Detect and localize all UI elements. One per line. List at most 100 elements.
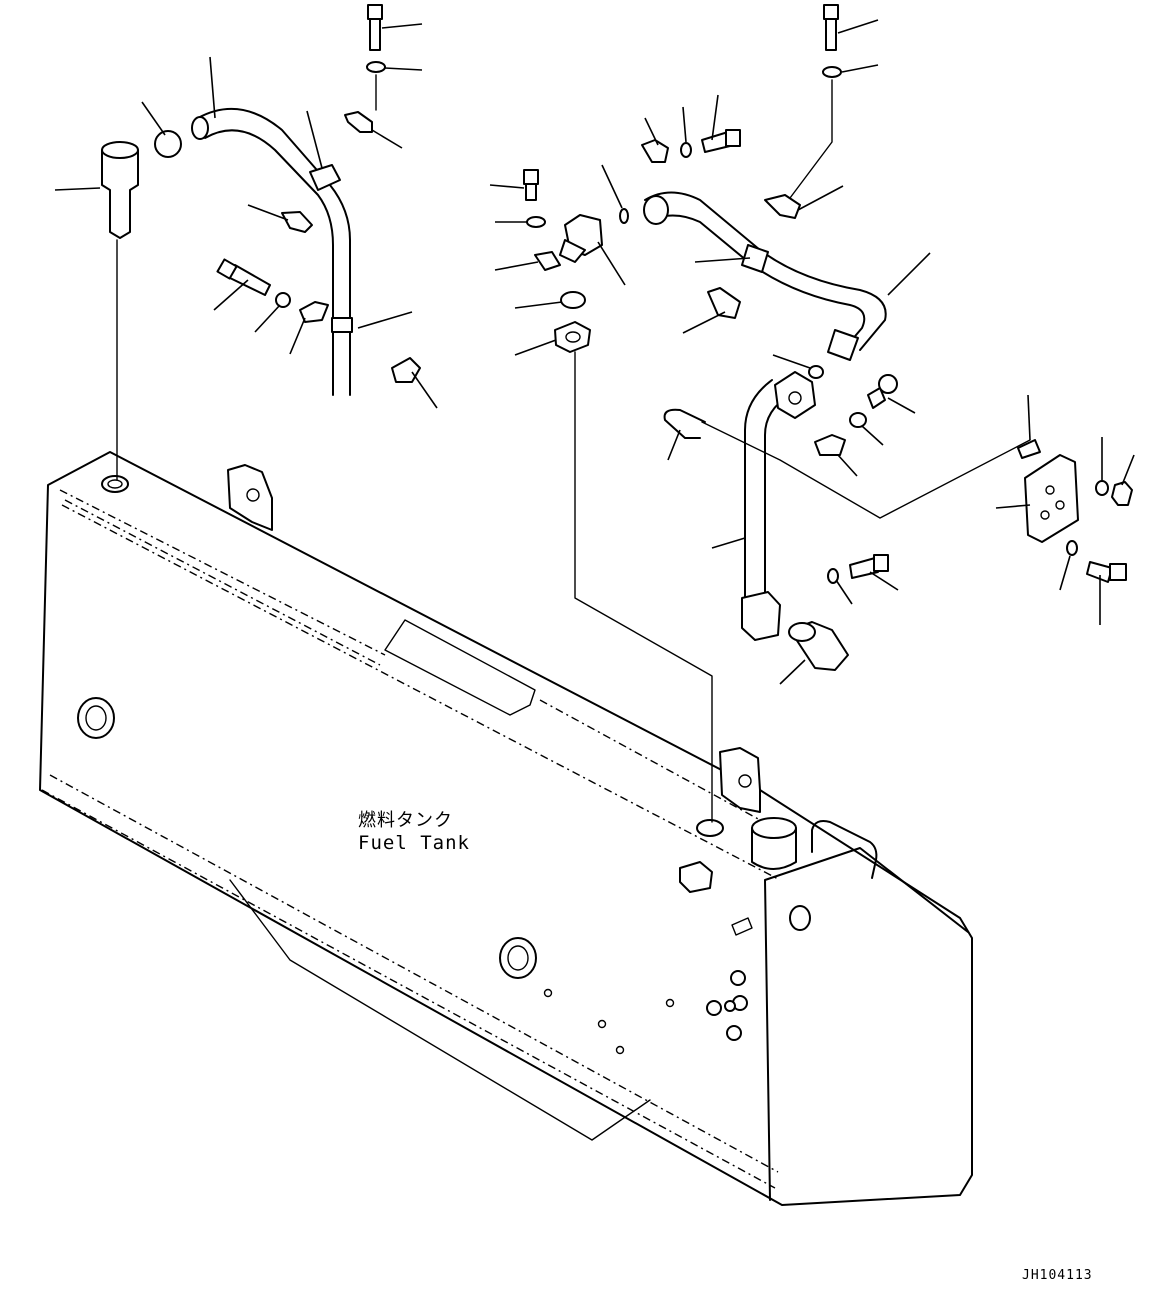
washer-cover-bottom (1066, 540, 1078, 556)
washer-left-mid-leader (254, 304, 281, 333)
tank-end-port (789, 905, 811, 931)
clip-top-right-leader (797, 185, 844, 211)
return-pipe-top-hole (788, 391, 802, 405)
wire-loop (663, 408, 706, 439)
fuel-tank-top-edge (59, 489, 761, 821)
washer-top-left (366, 61, 386, 73)
clip-top-right-line (789, 79, 833, 199)
bolt-cover-bottom (1086, 561, 1113, 583)
bolt-top-right-head (823, 4, 839, 20)
nut-cover-top-leader (1121, 454, 1135, 486)
breather-hose-inner (204, 129, 334, 396)
return-hose-upper-leader (887, 252, 931, 296)
hose-elbow-bottom-end (788, 622, 816, 642)
clip-top-left-leader (371, 129, 403, 149)
bolt-top-left-leader (381, 23, 423, 29)
breather-valve-leader (54, 187, 101, 191)
washer-left-mid (275, 292, 291, 308)
clip-right-mid (707, 287, 741, 319)
breather-hose (197, 107, 351, 396)
tank-boss-1 (730, 970, 746, 986)
clip-lower-left-leader (411, 371, 438, 409)
tank-bracket-left-hole (246, 488, 260, 502)
clamp-right-mid-leader (837, 454, 858, 477)
return-hose-upper-fitting (827, 329, 859, 361)
breather-hose-band-1 (309, 164, 341, 191)
return-hose-upper (644, 191, 887, 351)
fuel-tank (39, 451, 973, 1206)
bolt-cover-bottom-head (1109, 563, 1127, 581)
bolt-center-leader (489, 184, 525, 189)
washer-center (526, 216, 546, 228)
fuel-tank-top-recess (384, 619, 536, 716)
return-pipe (744, 379, 791, 599)
cover-gasket-clip (1017, 439, 1041, 459)
washer-cover-bottom-leader (1059, 555, 1071, 591)
breather-hose-end (191, 116, 209, 140)
tank-side-port-center-inner (507, 945, 529, 971)
bolt-top-left-shank (369, 18, 381, 51)
clamp-center (534, 251, 561, 271)
flange-center-hole (565, 331, 581, 343)
fuel-tank-label-en: Fuel Tank (358, 832, 470, 854)
clip-lower-left (391, 357, 421, 383)
tank-fitting-block (679, 861, 713, 893)
bolt-left-horizontal-leader (213, 279, 249, 311)
tank-filler-neck-top (751, 817, 797, 839)
clamp-left-small-leader (289, 317, 306, 355)
tank-side-port-left-inner (85, 705, 107, 731)
return-hose-upper-end (643, 195, 669, 225)
elbow-fitting-leader (597, 241, 626, 286)
clip-top-left (344, 111, 373, 133)
clip-mid-left-leader (247, 204, 289, 221)
washer-top-left-leader (384, 67, 423, 71)
clip-mid-left (281, 211, 313, 233)
flange-center (554, 321, 591, 353)
clamp-center-leader (494, 261, 539, 271)
washer-right-mid-leader (861, 425, 884, 446)
o-ring-right (808, 365, 824, 379)
fuel-tank-skid (229, 879, 651, 1141)
bolt-right-low-head (873, 554, 889, 572)
clip-top-right (764, 194, 801, 219)
bolt-top-left-head (367, 4, 383, 20)
return-pipe-top-flange (774, 371, 816, 419)
washer-right-low-leader (835, 579, 853, 605)
o-ring-center (560, 291, 586, 309)
tank-boss-4 (726, 1025, 742, 1041)
tank-bracket-right (719, 747, 761, 813)
tank-nut-1 (665, 998, 675, 1008)
bolt-top-right-shank (825, 18, 837, 51)
tank-side-port-center (499, 937, 537, 979)
left-breather-group (54, 4, 438, 481)
o-ring-right-leader (772, 354, 811, 369)
fuel-tank-front-edge (41, 504, 781, 1189)
tank-nut-3 (597, 1019, 607, 1029)
cover-plate (1024, 454, 1079, 543)
flange-center-leader (514, 339, 557, 356)
tank-nut-2 (543, 988, 553, 998)
fuel-tank-outline (39, 451, 973, 1206)
elbow-gasket (619, 208, 629, 224)
washer-cover-top (1095, 480, 1109, 496)
tank-handle (811, 820, 878, 879)
bolt-right-mid-leader (887, 397, 916, 414)
washer-right-top-leader (682, 106, 687, 143)
drawing-code: JH104113 (1022, 1268, 1093, 1283)
cover-gasket-clip-leader (1027, 394, 1031, 441)
clamp-right-top-leader (644, 117, 659, 146)
washer-right-low (827, 568, 839, 584)
tank-filler-neck (751, 827, 797, 870)
hose-clamp-top (154, 130, 182, 158)
hose-elbow-bottom-leader (779, 659, 806, 685)
return-hose-upper-band-leader (694, 257, 751, 263)
bolt-top-right-leader (837, 19, 879, 34)
breather-hose-band-1-leader (306, 110, 323, 169)
bolt-right-low-leader (869, 571, 899, 591)
tank-bracket-left (227, 464, 273, 531)
bolt-center-shank (525, 183, 537, 201)
nut-cover-top (1111, 481, 1133, 506)
tank-top-port-center (696, 819, 724, 837)
fuel-tank-end-face (764, 847, 969, 1201)
